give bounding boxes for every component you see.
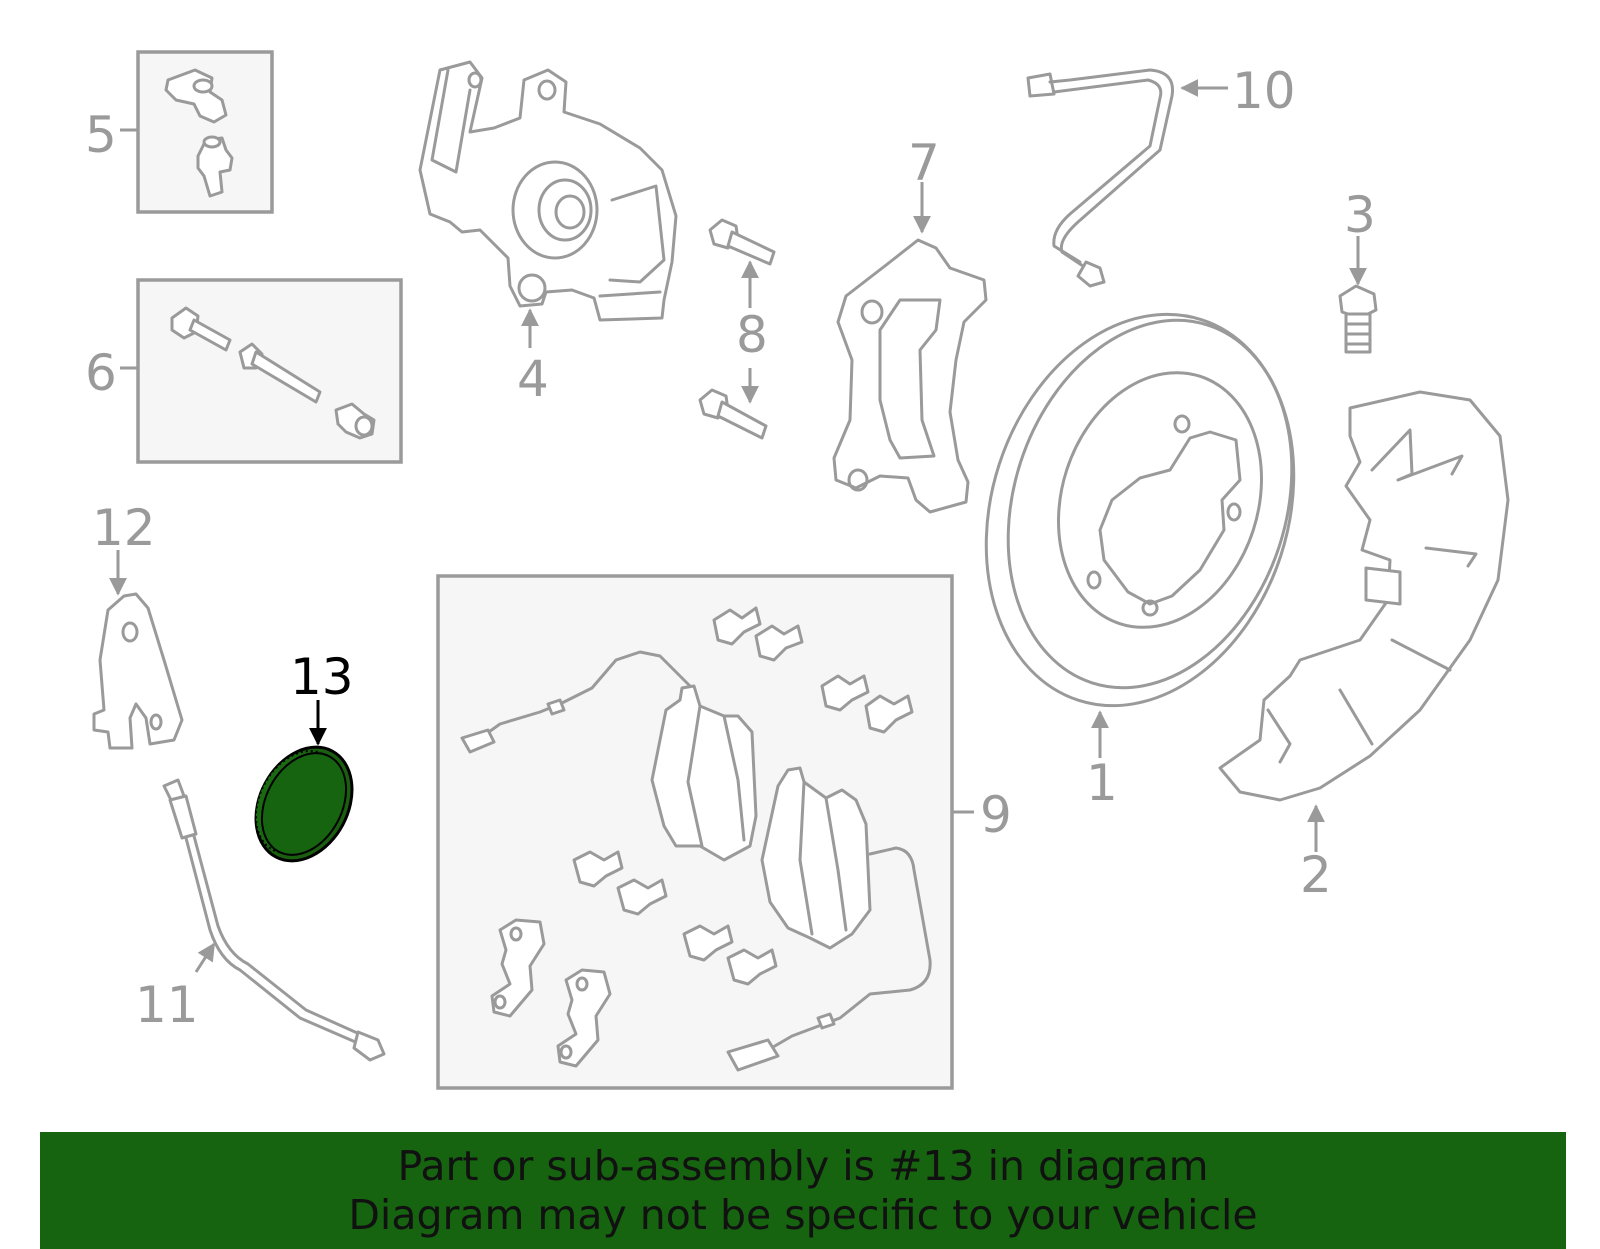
callout-13: 13 xyxy=(290,648,354,706)
part-9-group: 9 xyxy=(436,574,1012,1090)
callout-3: 3 xyxy=(1344,186,1376,244)
part-5-drawing xyxy=(164,68,234,198)
callout-12: 12 xyxy=(92,499,156,557)
part-2-shield xyxy=(1218,390,1510,802)
callout-9: 9 xyxy=(980,786,1012,844)
part-7-bracket xyxy=(832,238,988,514)
callout-8: 8 xyxy=(736,306,768,364)
info-banner: Part or sub-assembly is #13 in diagram D… xyxy=(40,1132,1566,1249)
callout-11: 11 xyxy=(135,976,199,1034)
part-6-drawing xyxy=(170,306,376,440)
part-6-group: 6 xyxy=(85,278,403,464)
banner-line-2: Diagram may not be specific to your vehi… xyxy=(348,1191,1258,1239)
part-9-drawing xyxy=(460,606,932,1072)
callout-2: 2 xyxy=(1300,846,1332,904)
part-1-rotor xyxy=(984,312,1296,708)
part-8-bolts xyxy=(698,218,776,440)
part-11-wire xyxy=(162,778,386,1062)
callout-7: 7 xyxy=(908,134,940,192)
callout-10: 10 xyxy=(1232,62,1296,120)
part-4-caliper xyxy=(418,60,678,322)
leader-11 xyxy=(194,942,216,973)
banner-line-1: Part or sub-assembly is #13 in diagram xyxy=(397,1142,1209,1190)
callout-4: 4 xyxy=(517,350,549,408)
callout-1: 1 xyxy=(1086,754,1118,812)
callout-5: 5 xyxy=(85,106,117,164)
part-5-group: 5 xyxy=(85,50,274,214)
callout-6: 6 xyxy=(85,344,117,402)
part-13-tone-ring xyxy=(254,745,354,863)
part-3-bolt xyxy=(1338,284,1378,354)
part-12-bracket xyxy=(92,592,184,750)
part-10-hose xyxy=(1026,68,1175,288)
